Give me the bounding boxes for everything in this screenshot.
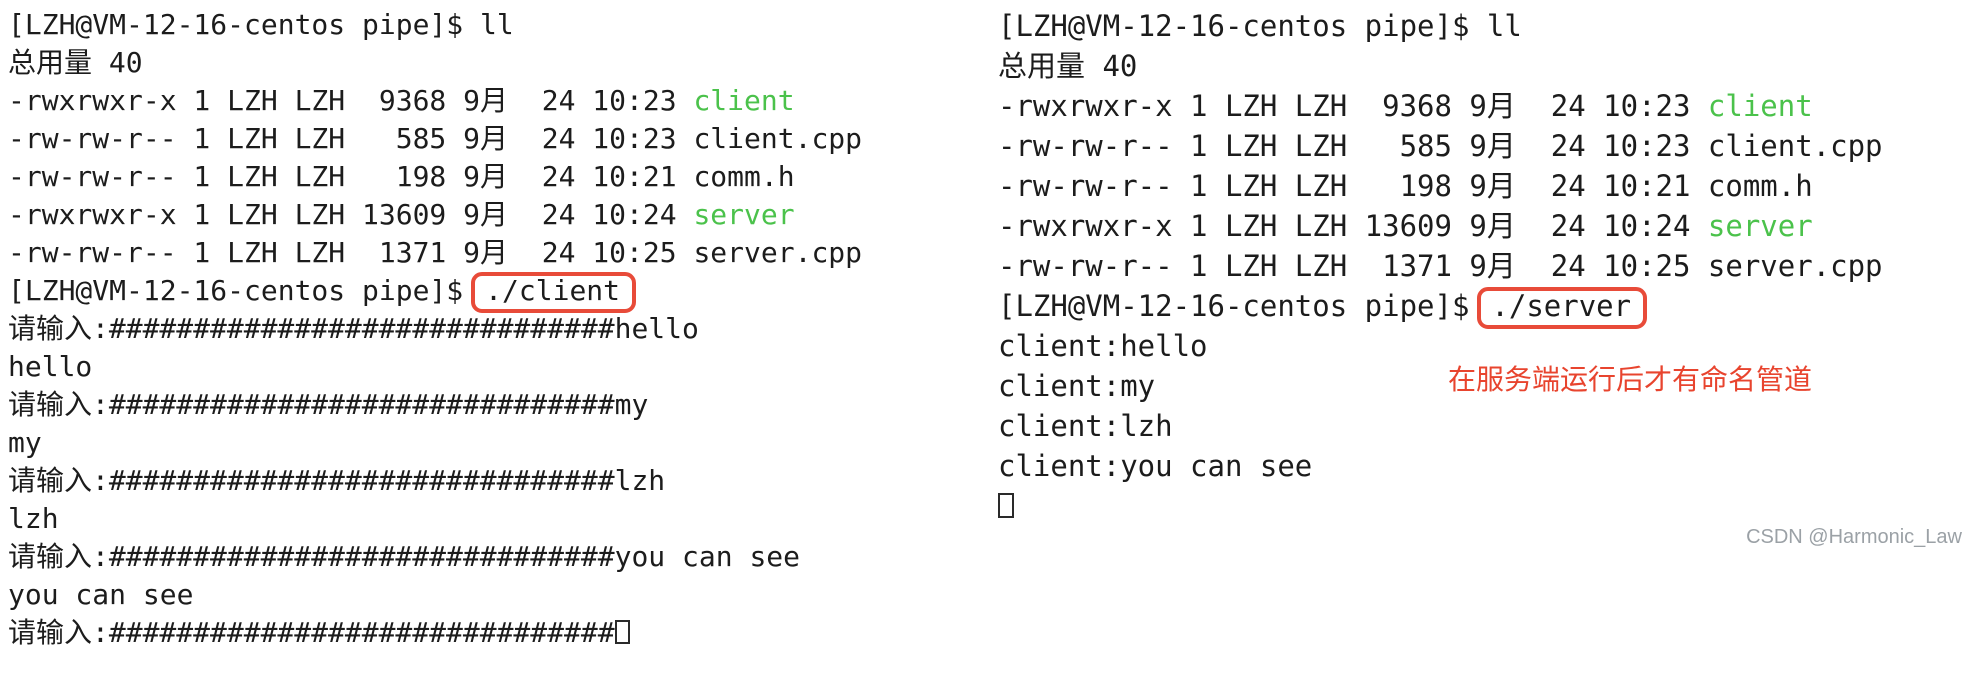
terminal-text: 请输入:##############################lzh <box>8 464 666 497</box>
terminal-text: client:my <box>998 369 1156 403</box>
terminal-line: -rw-rw-r-- 1 LZH LZH 585 9月 24 10:23 cli… <box>8 120 862 158</box>
terminal-text: -rwxrwxr-x 1 LZH LZH 9368 9月 24 10:23 <box>998 89 1708 123</box>
terminal-text: -rw-rw-r-- 1 LZH LZH 198 9月 24 10:21 com… <box>998 169 1813 203</box>
terminal-line: -rwxrwxr-x 1 LZH LZH 13609 9月 24 10:24 s… <box>8 196 862 234</box>
csdn-watermark: CSDN @Harmonic_Law <box>1746 526 1962 548</box>
terminal-line: you can see <box>8 576 862 614</box>
terminal-text: -rw-rw-r-- 1 LZH LZH 585 9月 24 10:23 cli… <box>998 129 1883 163</box>
terminal-text: you can see <box>8 578 194 611</box>
terminal-line <box>998 486 1883 526</box>
terminal-line: -rw-rw-r-- 1 LZH LZH 1371 9月 24 10:25 se… <box>8 234 862 272</box>
terminal-text: 请输入:##############################you ca… <box>8 540 801 573</box>
terminal-line: client:hello <box>998 326 1883 366</box>
terminal-text: -rwxrwxr-x 1 LZH LZH 13609 9月 24 10:24 <box>998 209 1708 243</box>
terminal-line: 请输入:##############################my <box>8 386 862 424</box>
executable-filename: server <box>1707 209 1813 243</box>
terminal-text: -rw-rw-r-- 1 LZH LZH 198 9月 24 10:21 com… <box>8 160 795 193</box>
terminal-line: 总用量 40 <box>998 46 1883 86</box>
terminal-text: [LZH@VM-12-16-centos pipe]$ <box>998 289 1470 323</box>
terminal-line: -rw-rw-r-- 1 LZH LZH 1371 9月 24 10:25 se… <box>998 246 1883 286</box>
terminal-text: my <box>8 426 42 459</box>
terminal-line: -rw-rw-r-- 1 LZH LZH 585 9月 24 10:23 cli… <box>998 126 1883 166</box>
terminal-line: client:you can see <box>998 446 1883 486</box>
terminal-text: client:you can see <box>998 449 1313 483</box>
executable-filename: client <box>1707 89 1813 123</box>
executable-filename: client <box>693 84 795 117</box>
terminal-cursor <box>614 620 630 644</box>
terminal-line: my <box>8 424 862 462</box>
terminal-text: [LZH@VM-12-16-centos pipe]$ ll <box>998 9 1522 43</box>
executable-filename: server <box>693 198 795 231</box>
terminal-line: [LZH@VM-12-16-centos pipe]$ ll <box>998 6 1883 46</box>
terminal-text: 请输入:############################## <box>8 616 615 649</box>
terminal-cursor <box>998 493 1014 518</box>
terminal-line: hello <box>8 348 862 386</box>
terminal-text: 总用量 40 <box>998 49 1138 83</box>
command-highlight-box: ./server <box>1477 287 1648 329</box>
terminal-line: [LZH@VM-12-16-centos pipe]$ ll <box>8 6 862 44</box>
terminal-line: client:lzh <box>998 406 1883 446</box>
terminal-line: [LZH@VM-12-16-centos pipe]$./client <box>8 272 862 313</box>
terminal-line: -rwxrwxr-x 1 LZH LZH 9368 9月 24 10:23 cl… <box>998 86 1883 126</box>
terminal-line: 请输入:############################## <box>8 614 862 652</box>
terminal-line: client:my <box>998 366 1883 406</box>
terminal-text: -rw-rw-r-- 1 LZH LZH 585 9月 24 10:23 cli… <box>8 122 863 155</box>
terminal-line: 总用量 40 <box>8 44 862 82</box>
terminal-text: -rw-rw-r-- 1 LZH LZH 1371 9月 24 10:25 se… <box>8 236 863 269</box>
terminal-line: [LZH@VM-12-16-centos pipe]$./server <box>998 286 1883 329</box>
terminal-text: 请输入:##############################hello <box>8 312 699 345</box>
terminal-line: 请输入:##############################you ca… <box>8 538 862 576</box>
terminal-text: client:lzh <box>998 409 1173 443</box>
terminal-text: -rw-rw-r-- 1 LZH LZH 1371 9月 24 10:25 se… <box>998 249 1883 283</box>
terminal-text: 请输入:##############################my <box>8 388 649 421</box>
terminal-text: client:hello <box>998 329 1208 363</box>
terminal-line: -rw-rw-r-- 1 LZH LZH 198 9月 24 10:21 com… <box>8 158 862 196</box>
terminal-text: hello <box>8 350 93 383</box>
terminal-text: [LZH@VM-12-16-centos pipe]$ <box>8 274 464 307</box>
terminal-line: 请输入:##############################hello <box>8 310 862 348</box>
terminal-line: lzh <box>8 500 862 538</box>
terminal-line: -rw-rw-r-- 1 LZH LZH 198 9月 24 10:21 com… <box>998 166 1883 206</box>
terminal-line: -rwxrwxr-x 1 LZH LZH 9368 9月 24 10:23 cl… <box>8 82 862 120</box>
terminal-text: 总用量 40 <box>8 46 143 79</box>
terminal-line: 请输入:##############################lzh <box>8 462 862 500</box>
terminal-line: -rwxrwxr-x 1 LZH LZH 13609 9月 24 10:24 s… <box>998 206 1883 246</box>
terminal-text: [LZH@VM-12-16-centos pipe]$ ll <box>8 8 514 41</box>
terminal-text: lzh <box>8 502 59 535</box>
terminal-text: -rwxrwxr-x 1 LZH LZH 13609 9月 24 10:24 <box>8 198 694 231</box>
command-highlight-box: ./client <box>471 272 637 313</box>
named-pipe-annotation: 在服务端运行后才有命名管道 <box>1448 363 1813 396</box>
terminal-text: -rwxrwxr-x 1 LZH LZH 9368 9月 24 10:23 <box>8 84 694 117</box>
